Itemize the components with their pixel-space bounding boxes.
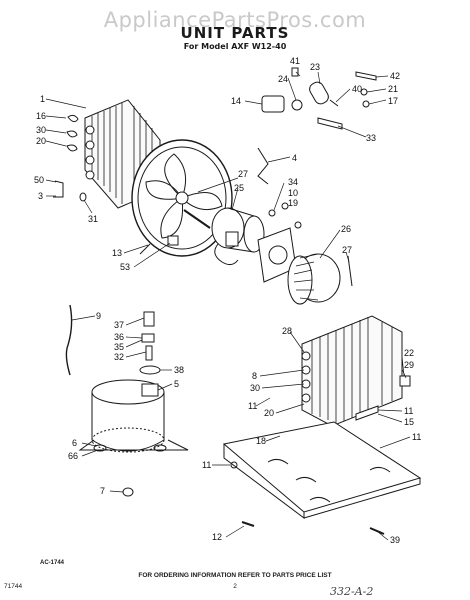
callout-label: 24 bbox=[278, 74, 288, 84]
callout-label: 50 bbox=[34, 175, 44, 185]
ordering-note: FOR ORDERING INFORMATION REFER TO PARTS … bbox=[138, 572, 332, 579]
callout-label: 21 bbox=[388, 84, 398, 94]
compressor bbox=[78, 379, 189, 453]
callout-label: 7 bbox=[100, 486, 105, 496]
callout-label: 27 bbox=[238, 169, 248, 179]
callout-label: 28 bbox=[282, 326, 292, 336]
callout-label: 16 bbox=[36, 111, 46, 121]
footer-code: 71744 bbox=[4, 583, 23, 590]
bracket-15 bbox=[355, 405, 379, 421]
callout-label: 19 bbox=[288, 198, 298, 208]
callout-label: 4 bbox=[292, 153, 297, 163]
callout-label: 27 bbox=[342, 245, 352, 255]
callout-label: 14 bbox=[231, 96, 241, 106]
part-31 bbox=[79, 192, 87, 202]
handwritten-note: 332-A-2 bbox=[330, 585, 374, 598]
part-39 bbox=[369, 527, 385, 535]
callout-label: 25 bbox=[234, 183, 244, 193]
page-title: UNIT PARTS bbox=[180, 24, 290, 42]
part-17 bbox=[362, 100, 370, 108]
callout-label: 37 bbox=[114, 320, 124, 330]
watermark: AppliancePartsPros.com bbox=[103, 8, 367, 32]
gasket-38 bbox=[139, 365, 161, 375]
callout-label: 11 bbox=[248, 401, 257, 411]
callout-label: 35 bbox=[114, 342, 124, 352]
callout-label: 34 bbox=[288, 177, 298, 187]
callout-label: 11 bbox=[404, 406, 413, 416]
part-42 bbox=[355, 71, 377, 81]
screws-34-10-19 bbox=[268, 202, 302, 229]
part-50 bbox=[53, 180, 64, 198]
model-subtitle: For Model AXF W12-40 bbox=[183, 42, 287, 51]
callout-label: 5 bbox=[174, 379, 179, 389]
callout-label: 36 bbox=[114, 332, 124, 342]
screw-11 bbox=[230, 461, 238, 469]
callout-label: 6 bbox=[72, 438, 77, 448]
callout-label: 41 bbox=[290, 56, 300, 66]
callout-label: 3 bbox=[38, 191, 43, 201]
callout-label: 30 bbox=[250, 383, 260, 393]
callout-label: 31 bbox=[88, 214, 98, 224]
evaporator-coil bbox=[301, 315, 403, 427]
callout-label: 8 bbox=[252, 371, 257, 381]
callout-label: 18 bbox=[256, 436, 266, 446]
part-32 bbox=[145, 345, 153, 361]
callout-label: 39 bbox=[390, 535, 400, 545]
callout-label: 11 bbox=[412, 432, 421, 442]
callout-label: 33 bbox=[366, 133, 376, 143]
switch-14 bbox=[261, 95, 285, 113]
figure-code: AC-1744 bbox=[40, 560, 65, 566]
callout-label: 13 bbox=[112, 248, 122, 258]
blower-wheel bbox=[257, 227, 341, 305]
part-16 bbox=[67, 114, 79, 123]
callout-label: 23 bbox=[310, 62, 320, 72]
callout-label: 40 bbox=[352, 84, 362, 94]
callout-label: 32 bbox=[114, 352, 124, 362]
callout-label: 9 bbox=[96, 311, 101, 321]
callout-labels: 1 16 30 20 50 3 31 13 53 27 25 41 23 42 … bbox=[34, 56, 421, 545]
callout-label: 38 bbox=[174, 365, 184, 375]
callout-label: 42 bbox=[390, 71, 400, 81]
part-37 bbox=[143, 311, 155, 327]
callout-label: 20 bbox=[36, 136, 46, 146]
callout-label: 53 bbox=[120, 262, 130, 272]
part-4 bbox=[257, 147, 269, 185]
part-22 bbox=[399, 375, 411, 387]
grommet-7 bbox=[122, 487, 134, 497]
callout-label: 10 bbox=[288, 188, 298, 198]
wire-harness-9 bbox=[65, 304, 73, 376]
callout-label: 1 bbox=[40, 94, 45, 104]
callout-label: 11 bbox=[202, 460, 211, 470]
part-12 bbox=[241, 521, 255, 527]
callout-label: 30 bbox=[36, 125, 46, 135]
callout-label: 22 bbox=[404, 348, 414, 358]
part-20 bbox=[66, 144, 78, 152]
callout-label: 29 bbox=[404, 360, 414, 370]
part-24 bbox=[291, 99, 303, 111]
callout-label: 66 bbox=[68, 451, 78, 461]
callout-label: 26 bbox=[341, 224, 351, 234]
page-number: 2 bbox=[233, 583, 237, 590]
bracket-33 bbox=[317, 117, 343, 130]
part-41 bbox=[291, 67, 299, 77]
callout-label: 17 bbox=[388, 96, 398, 106]
callout-label: 12 bbox=[212, 532, 222, 542]
part-40 bbox=[329, 99, 339, 107]
part-35 bbox=[141, 333, 155, 343]
capacitor bbox=[309, 81, 329, 105]
callout-label: 15 bbox=[404, 417, 414, 427]
part-30 bbox=[66, 130, 78, 138]
callout-label: 20 bbox=[264, 408, 274, 418]
base-pan bbox=[222, 421, 422, 519]
